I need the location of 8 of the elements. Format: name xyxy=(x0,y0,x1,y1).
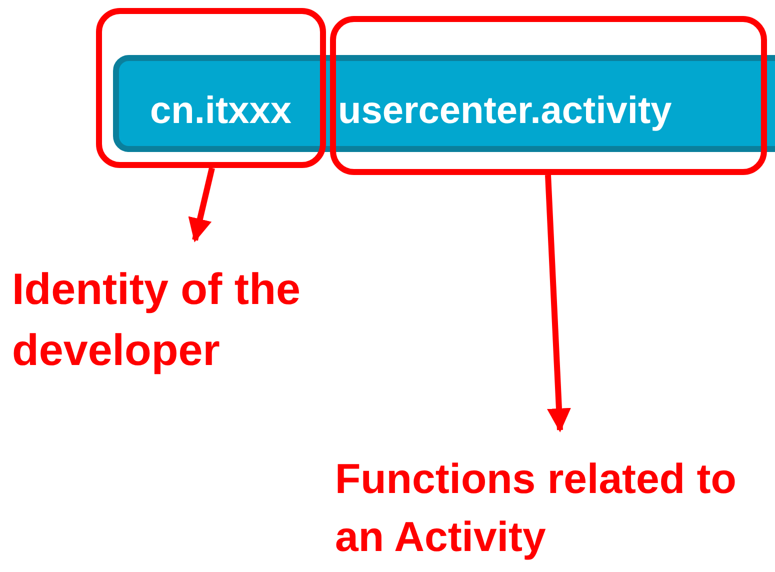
package-name-part: cn.itxxx xyxy=(150,92,292,130)
highlight-frame xyxy=(96,8,326,168)
arrow xyxy=(545,174,571,432)
annotation-text: Functions related to an Activity xyxy=(335,430,775,566)
arrow xyxy=(188,167,215,242)
package-name-part: usercenter.activity xyxy=(338,92,672,130)
highlight-frame xyxy=(330,16,767,175)
annotation-text: Identity of the developer xyxy=(12,240,412,382)
